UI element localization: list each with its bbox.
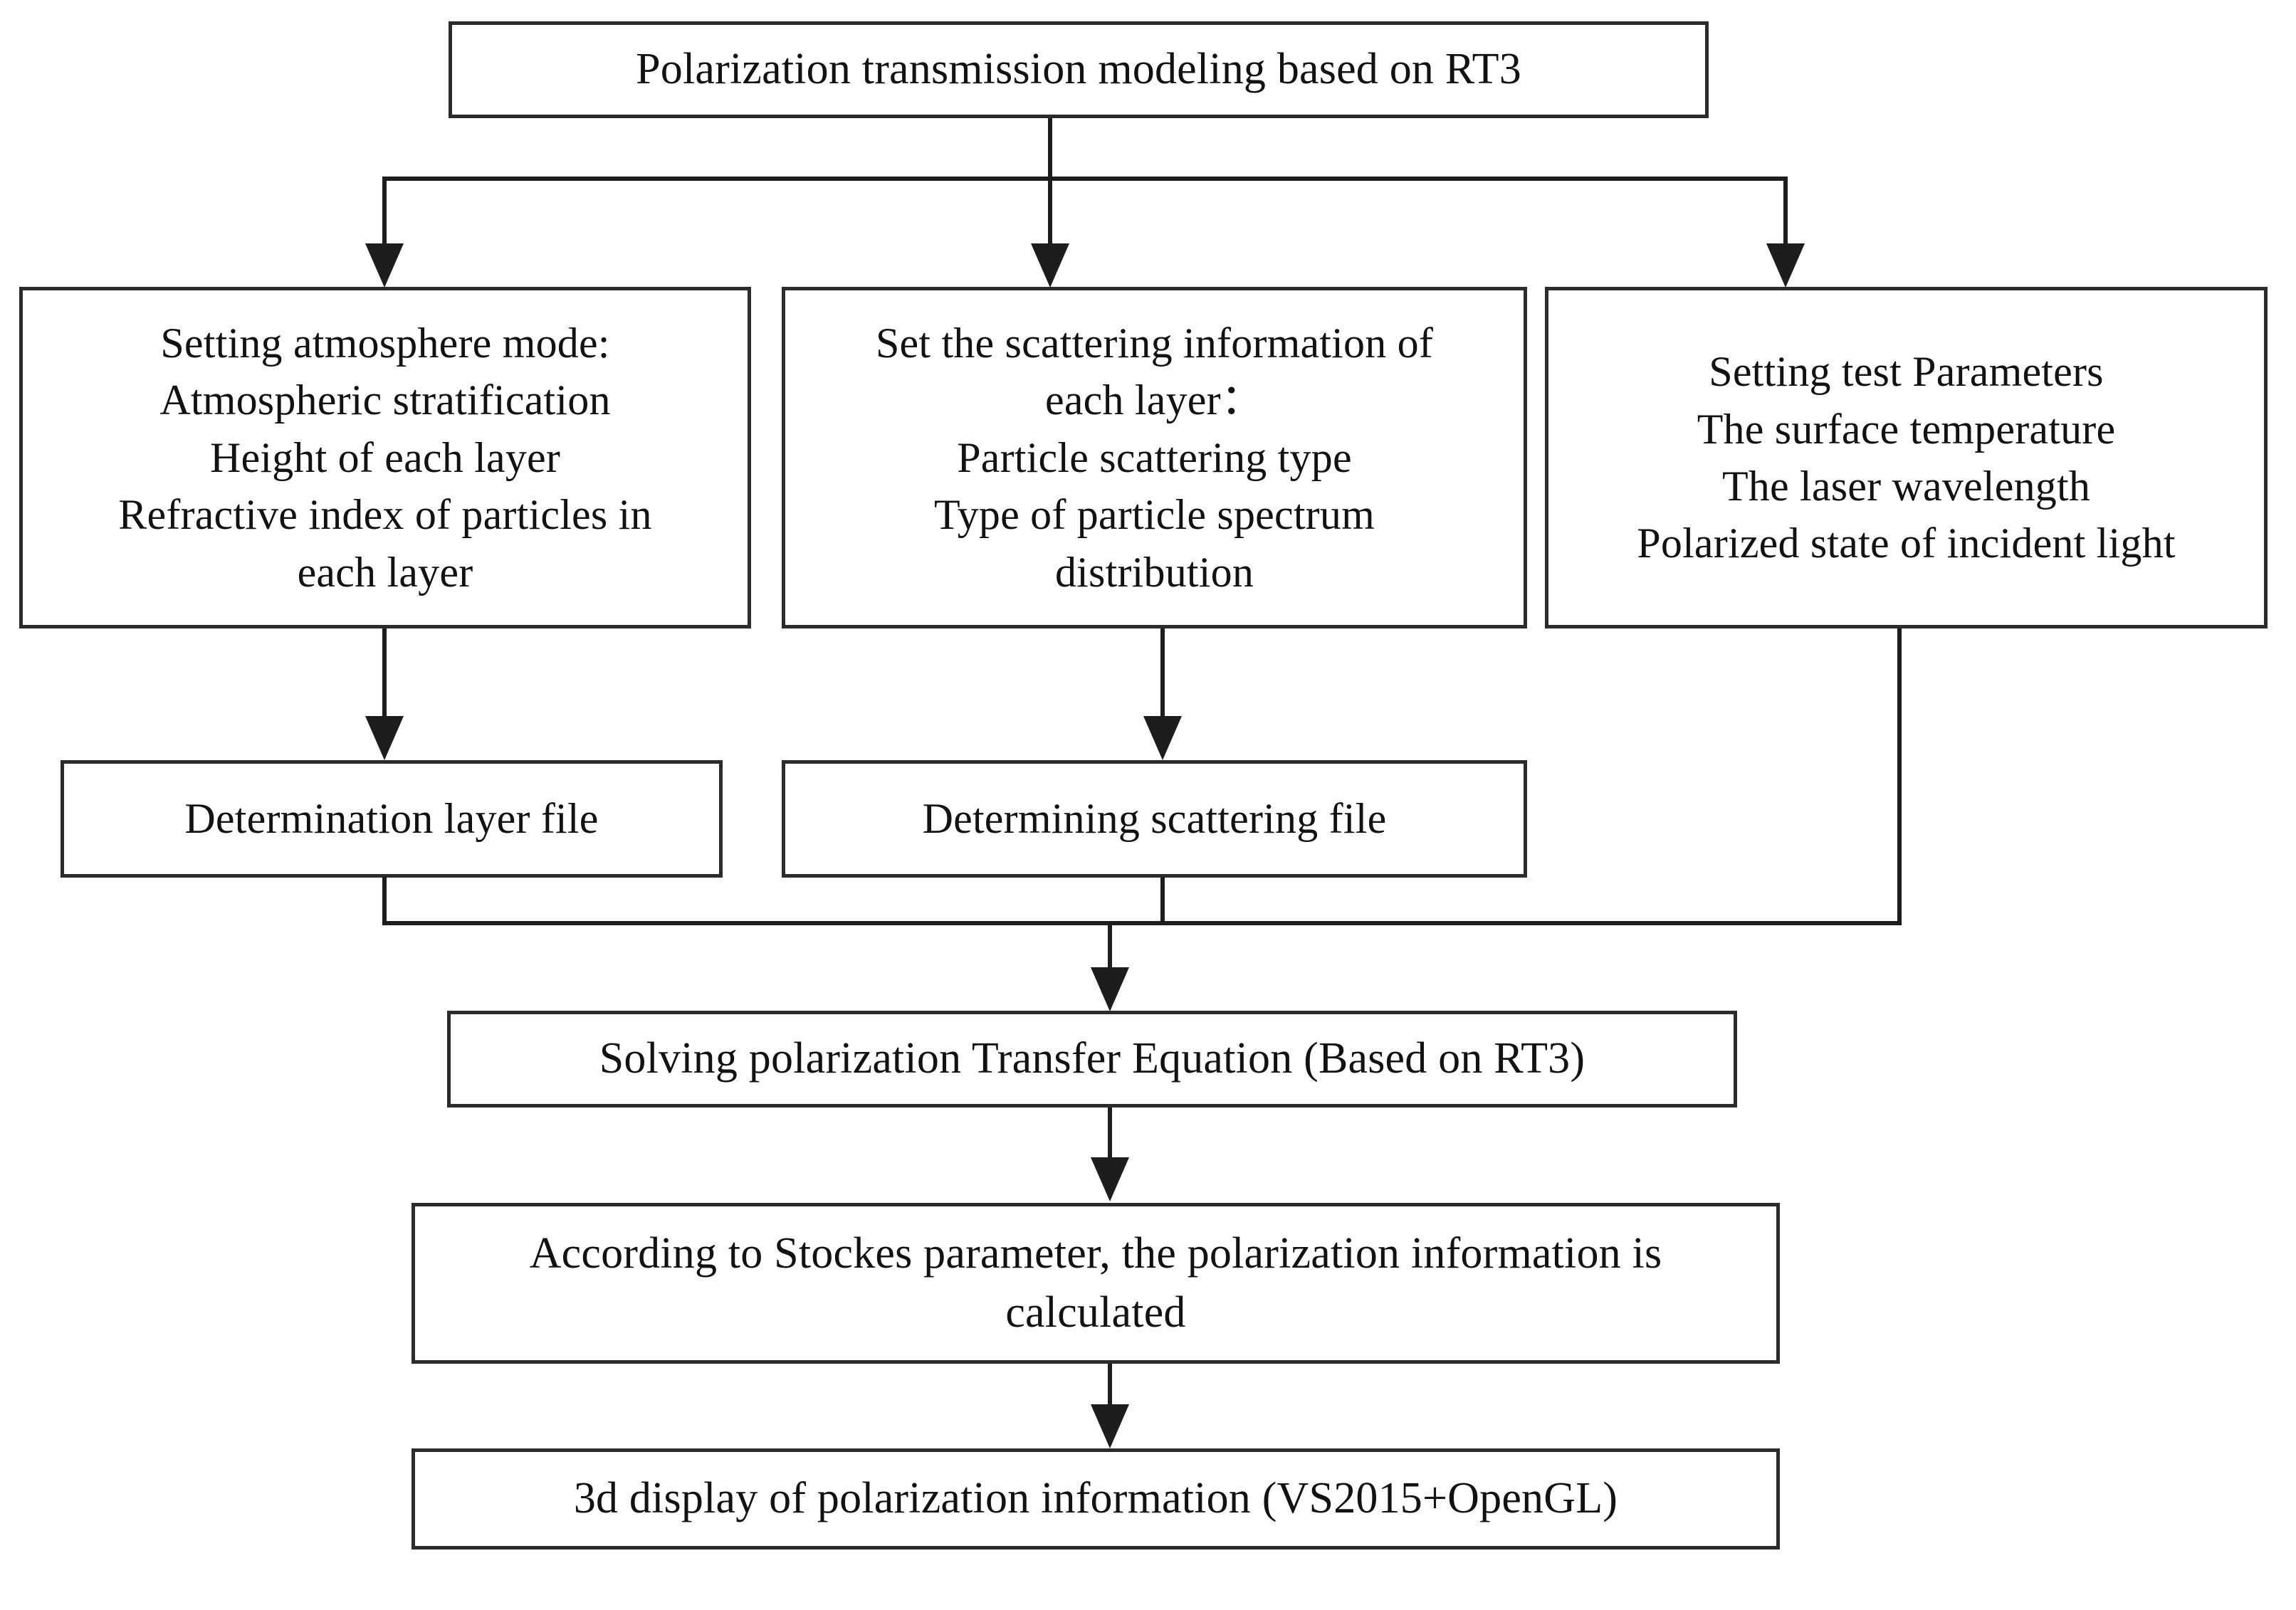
node-determining-scattering-file[interactable]: Determining scattering file xyxy=(782,760,1527,878)
node-scattering-file-label: Determining scattering file xyxy=(922,795,1387,843)
node-determination-layer-file[interactable]: Determination layer file xyxy=(61,760,723,878)
edge-merge-to-solve-arrowhead xyxy=(1091,967,1129,1011)
node-3d-display[interactable]: 3d display of polarization information (… xyxy=(412,1448,1780,1550)
edge-stockes-to-display-arrowhead xyxy=(1091,1404,1129,1448)
node-set-scattering-information[interactable]: Set the scattering information of each l… xyxy=(782,287,1527,628)
edge-scattering-to-scattering-file-line xyxy=(1160,628,1165,717)
edge-root-to-scattering-line xyxy=(1048,177,1052,248)
node-solving-transfer-equation[interactable]: Solving polarization Transfer Equation (… xyxy=(447,1011,1737,1107)
edge-root-to-scattering-arrowhead xyxy=(1031,243,1069,288)
node-layer-file-label: Determination layer file xyxy=(184,795,599,843)
edge-layer-file-merge-line xyxy=(382,877,387,925)
edge-scattering-file-merge-line xyxy=(1160,877,1165,925)
edge-root-to-atmosphere-arrowhead xyxy=(365,243,404,288)
edge-root-stem xyxy=(1048,118,1052,181)
edge-merge-to-solve-line xyxy=(1108,921,1112,972)
node-test-parameters-label: Setting test Parameters The surface temp… xyxy=(1637,348,2176,567)
edge-atmosphere-to-layer-file-arrowhead xyxy=(365,716,404,760)
edge-root-bus xyxy=(382,177,1788,181)
node-scattering-label: Set the scattering information of each l… xyxy=(875,320,1434,596)
edge-root-to-test-parameters-arrowhead xyxy=(1766,243,1805,288)
node-setting-test-parameters[interactable]: Setting test Parameters The surface temp… xyxy=(1545,287,2268,628)
edge-atmosphere-to-layer-file-line xyxy=(382,628,387,717)
edge-root-to-test-parameters-line xyxy=(1783,177,1788,248)
node-root-polarization-modeling[interactable]: Polarization transmission modeling based… xyxy=(449,21,1709,118)
node-stockes-label: According to Stockes parameter, the pola… xyxy=(529,1228,1662,1337)
edge-stockes-to-display-line xyxy=(1108,1364,1112,1408)
edge-merge-bus xyxy=(382,921,1902,925)
edge-solve-to-stockes-arrowhead xyxy=(1091,1157,1129,1201)
edge-solve-to-stockes-line xyxy=(1108,1107,1112,1159)
node-root-label: Polarization transmission modeling based… xyxy=(636,45,1521,94)
node-stockes-parameter-calculation[interactable]: According to Stockes parameter, the pola… xyxy=(412,1203,1780,1364)
node-display-label: 3d display of polarization information (… xyxy=(573,1474,1618,1523)
node-solve-label: Solving polarization Transfer Equation (… xyxy=(599,1034,1585,1083)
edge-root-to-atmosphere-line xyxy=(382,177,387,248)
node-atmosphere-label: Setting atmosphere mode: Atmospheric str… xyxy=(118,320,652,596)
edge-test-parameters-merge-line xyxy=(1897,628,1902,925)
node-setting-atmosphere-mode[interactable]: Setting atmosphere mode: Atmospheric str… xyxy=(19,287,751,628)
edge-scattering-to-scattering-file-arrowhead xyxy=(1143,716,1182,760)
